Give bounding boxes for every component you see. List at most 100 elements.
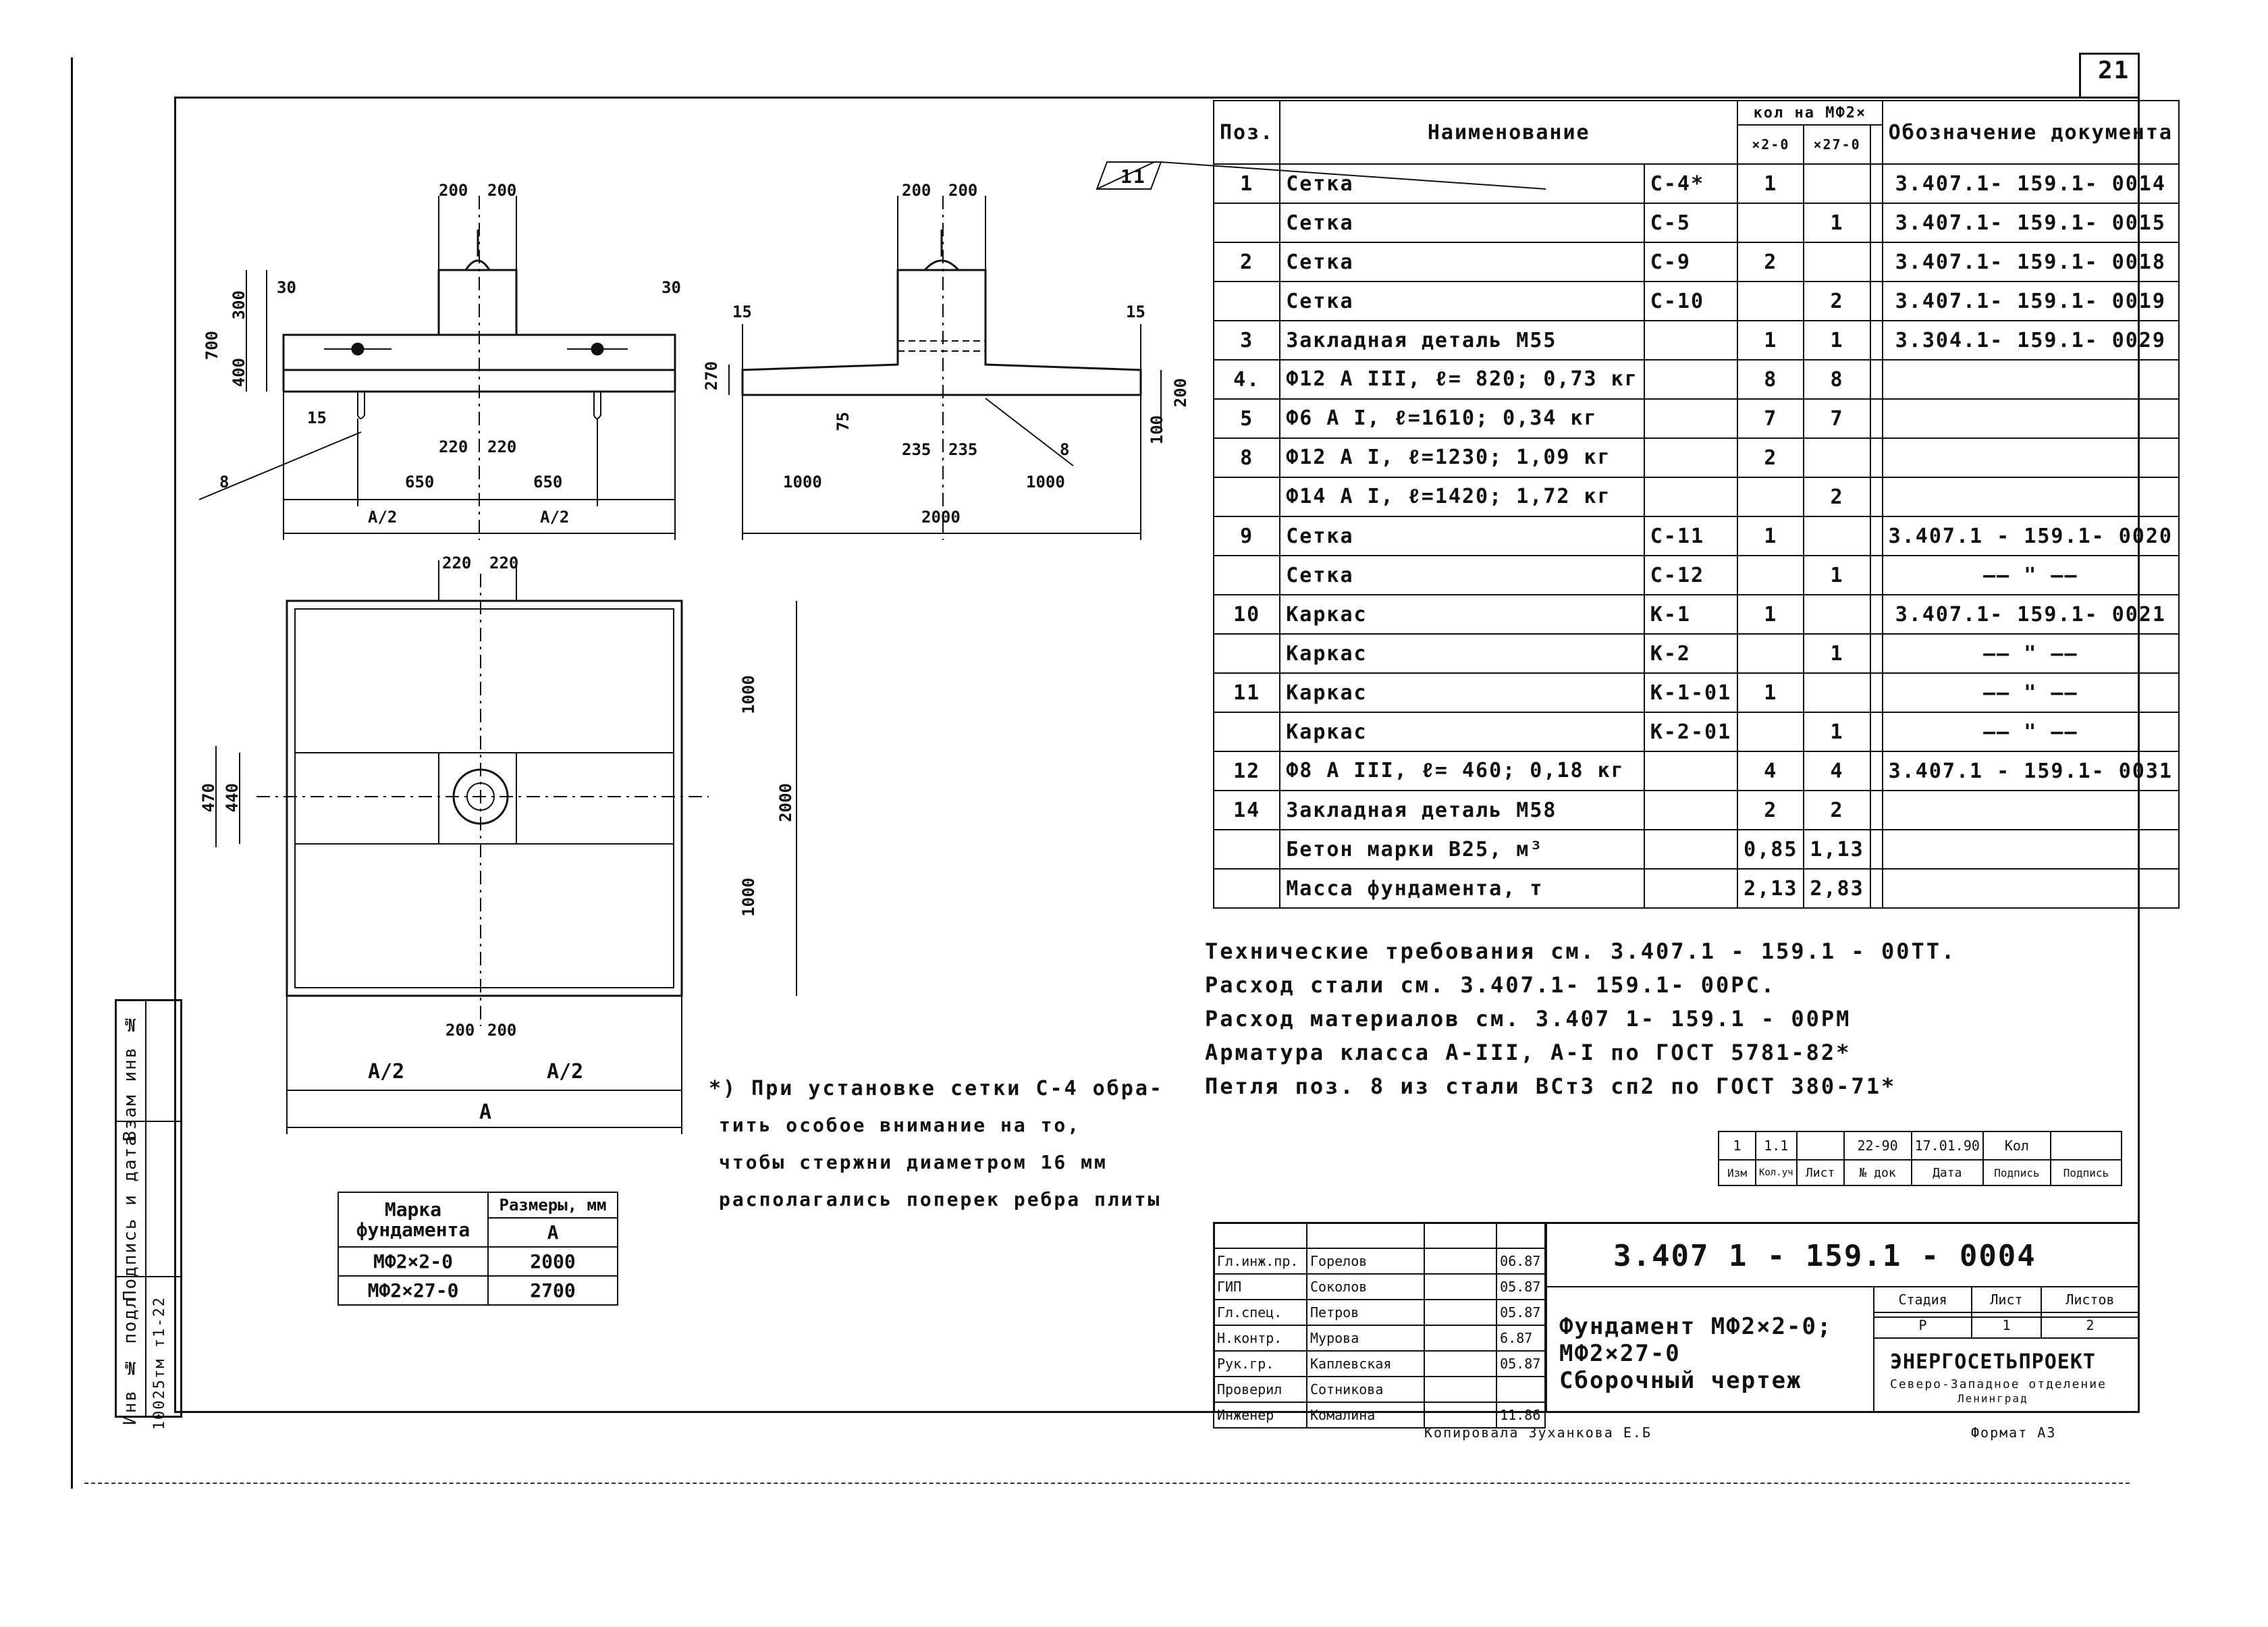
dim-label: 200: [487, 1021, 517, 1040]
spec-cell-doc: 3.407.1 - 159.1- 0020: [1881, 516, 2180, 556]
marka-row1-name: МФ2×2-0: [338, 1246, 489, 1277]
spec-cell-mark: С-11: [1643, 516, 1739, 556]
dim-label: 30: [277, 278, 296, 297]
dim-label: 235: [948, 440, 978, 459]
spec-cell-q2: 8: [1803, 359, 1871, 400]
spec-cell-doc: [1881, 868, 2180, 909]
spec-cell-mark: [1643, 751, 1739, 791]
spec-header-qty: кол на МФ2×: [1737, 100, 1883, 126]
spec-cell-doc: [1881, 437, 2180, 478]
dim-label: 220: [439, 437, 468, 456]
spec-cell-mark: [1643, 790, 1739, 830]
spec-cell-name: Сетка: [1279, 242, 1645, 282]
footnote-line4: располагались поперек ребра плиты: [719, 1188, 1162, 1210]
staff-name: Петров: [1306, 1299, 1425, 1326]
spec-cell-doc: 3.407.1- 159.1- 0014: [1881, 163, 2180, 204]
spec-cell-q1: 7: [1737, 398, 1805, 439]
footnote-line2: тить особое внимание на то,: [719, 1114, 1081, 1136]
spec-header-qty1: ×2-0: [1737, 124, 1805, 165]
spec-cell-q1: [1737, 203, 1805, 243]
spec-cell-mark: К-2-01: [1643, 712, 1739, 752]
dim-label: 470: [199, 783, 218, 813]
spec-cell-q1: 0,85: [1737, 829, 1805, 870]
spec-cell-doc: [1881, 477, 2180, 517]
specification-table: Поз. Наименование кол на МФ2× Обозначени…: [1212, 100, 2180, 909]
spec-cell-q2: [1803, 594, 1871, 635]
spec-cell-doc: [1881, 398, 2180, 439]
dim-label: 200: [902, 181, 932, 200]
dim-label: 220: [489, 554, 519, 572]
dim-label: 1000: [739, 878, 758, 917]
staff-name: Соколов: [1306, 1273, 1425, 1300]
spec-cell-mark: [1643, 398, 1739, 439]
spec-cell-q1: [1737, 477, 1805, 517]
dim-label: 30: [662, 278, 681, 297]
spec-cell-q1: 2,13: [1737, 868, 1805, 909]
size-header-a: А: [487, 1217, 618, 1248]
spec-cell-pos: 5: [1212, 398, 1281, 439]
dim-label: 220: [487, 437, 517, 456]
spec-cell-q2: [1803, 437, 1871, 478]
spec-cell-mark: С-4*: [1643, 163, 1739, 204]
spec-cell-doc: —— " ——: [1881, 712, 2180, 752]
marka-row1-size: 2000: [487, 1246, 618, 1277]
spec-cell-name: Каркас: [1279, 712, 1645, 752]
spec-cell-doc: 3.407.1- 159.1- 0019: [1881, 281, 2180, 321]
dim-label: 8: [1060, 440, 1070, 459]
staff-role: ГИП: [1212, 1273, 1308, 1300]
note-tech-requirements: Технические требования см. 3.407.1 - 159…: [1205, 938, 1957, 964]
spec-cell-q1: 2: [1737, 437, 1805, 478]
dim-label: 1000: [783, 473, 822, 491]
staff-role: Проверил: [1212, 1376, 1308, 1403]
revision-block: 1 1.1 22-90 17.01.90 Кол Изм Кол.уч Лист…: [1718, 1131, 2122, 1186]
spec-cell-mark: К-1-01: [1643, 672, 1739, 713]
spec-cell-pos: 11: [1212, 672, 1281, 713]
dim-label: 200: [446, 1021, 475, 1040]
dim-label: 235: [902, 440, 932, 459]
spec-cell-q2: [1803, 242, 1871, 282]
spec-cell-pos: [1212, 477, 1281, 517]
bottom-cut-line: [84, 1483, 2130, 1485]
spec-cell-name: Ф12 А III, ℓ= 820; 0,73 кг: [1279, 359, 1645, 400]
spec-cell-doc: —— " ——: [1881, 555, 2180, 595]
dim-label: 650: [405, 473, 435, 491]
spec-cell-q2: 2,83: [1803, 868, 1871, 909]
dim-label: 200: [948, 181, 978, 200]
staff-date: 06.87: [1496, 1248, 1546, 1275]
page-number-box: [2079, 53, 2140, 99]
spec-cell-q1: 1: [1737, 672, 1805, 713]
staff-role: Гл.инж.пр.: [1212, 1248, 1308, 1275]
staff-date: 11.86: [1496, 1402, 1546, 1429]
spec-cell-doc: 3.407.1- 159.1- 0018: [1881, 242, 2180, 282]
spec-cell-name: Каркас: [1279, 633, 1645, 674]
spec-cell-pos: [1212, 868, 1281, 909]
note-material-consumption: Расход материалов см. 3.407 1- 159.1 - 0…: [1205, 1006, 1852, 1032]
org-sub2: Ленинград: [1958, 1392, 2028, 1405]
spec-cell-name: Бетон марки В25, м³: [1279, 829, 1645, 870]
staff-role: Инженер: [1212, 1402, 1308, 1429]
spec-cell-q1: 1: [1737, 594, 1805, 635]
dim-label: 200: [1171, 378, 1190, 408]
spec-cell-doc: 3.407.1 - 159.1- 0031: [1881, 751, 2180, 791]
note-loop-steel: Петля поз. 8 из стали ВСт3 сп2 по ГОСТ 3…: [1205, 1073, 1897, 1099]
dim-label: 1000: [1026, 473, 1065, 491]
spec-cell-mark: [1643, 477, 1739, 517]
spec-cell-doc: [1881, 829, 2180, 870]
dim-label: А/2: [368, 508, 398, 527]
spec-cell-name: Ф8 А III, ℓ= 460; 0,18 кг: [1279, 751, 1645, 791]
spec-cell-q1: [1737, 712, 1805, 752]
format-label: Формат А3: [1971, 1424, 2057, 1441]
staff-role: Гл.спец.: [1212, 1299, 1308, 1326]
spec-cell-pos: [1212, 203, 1281, 243]
dim-label: 15: [1126, 302, 1145, 321]
spec-cell-q2: 1: [1803, 320, 1871, 361]
